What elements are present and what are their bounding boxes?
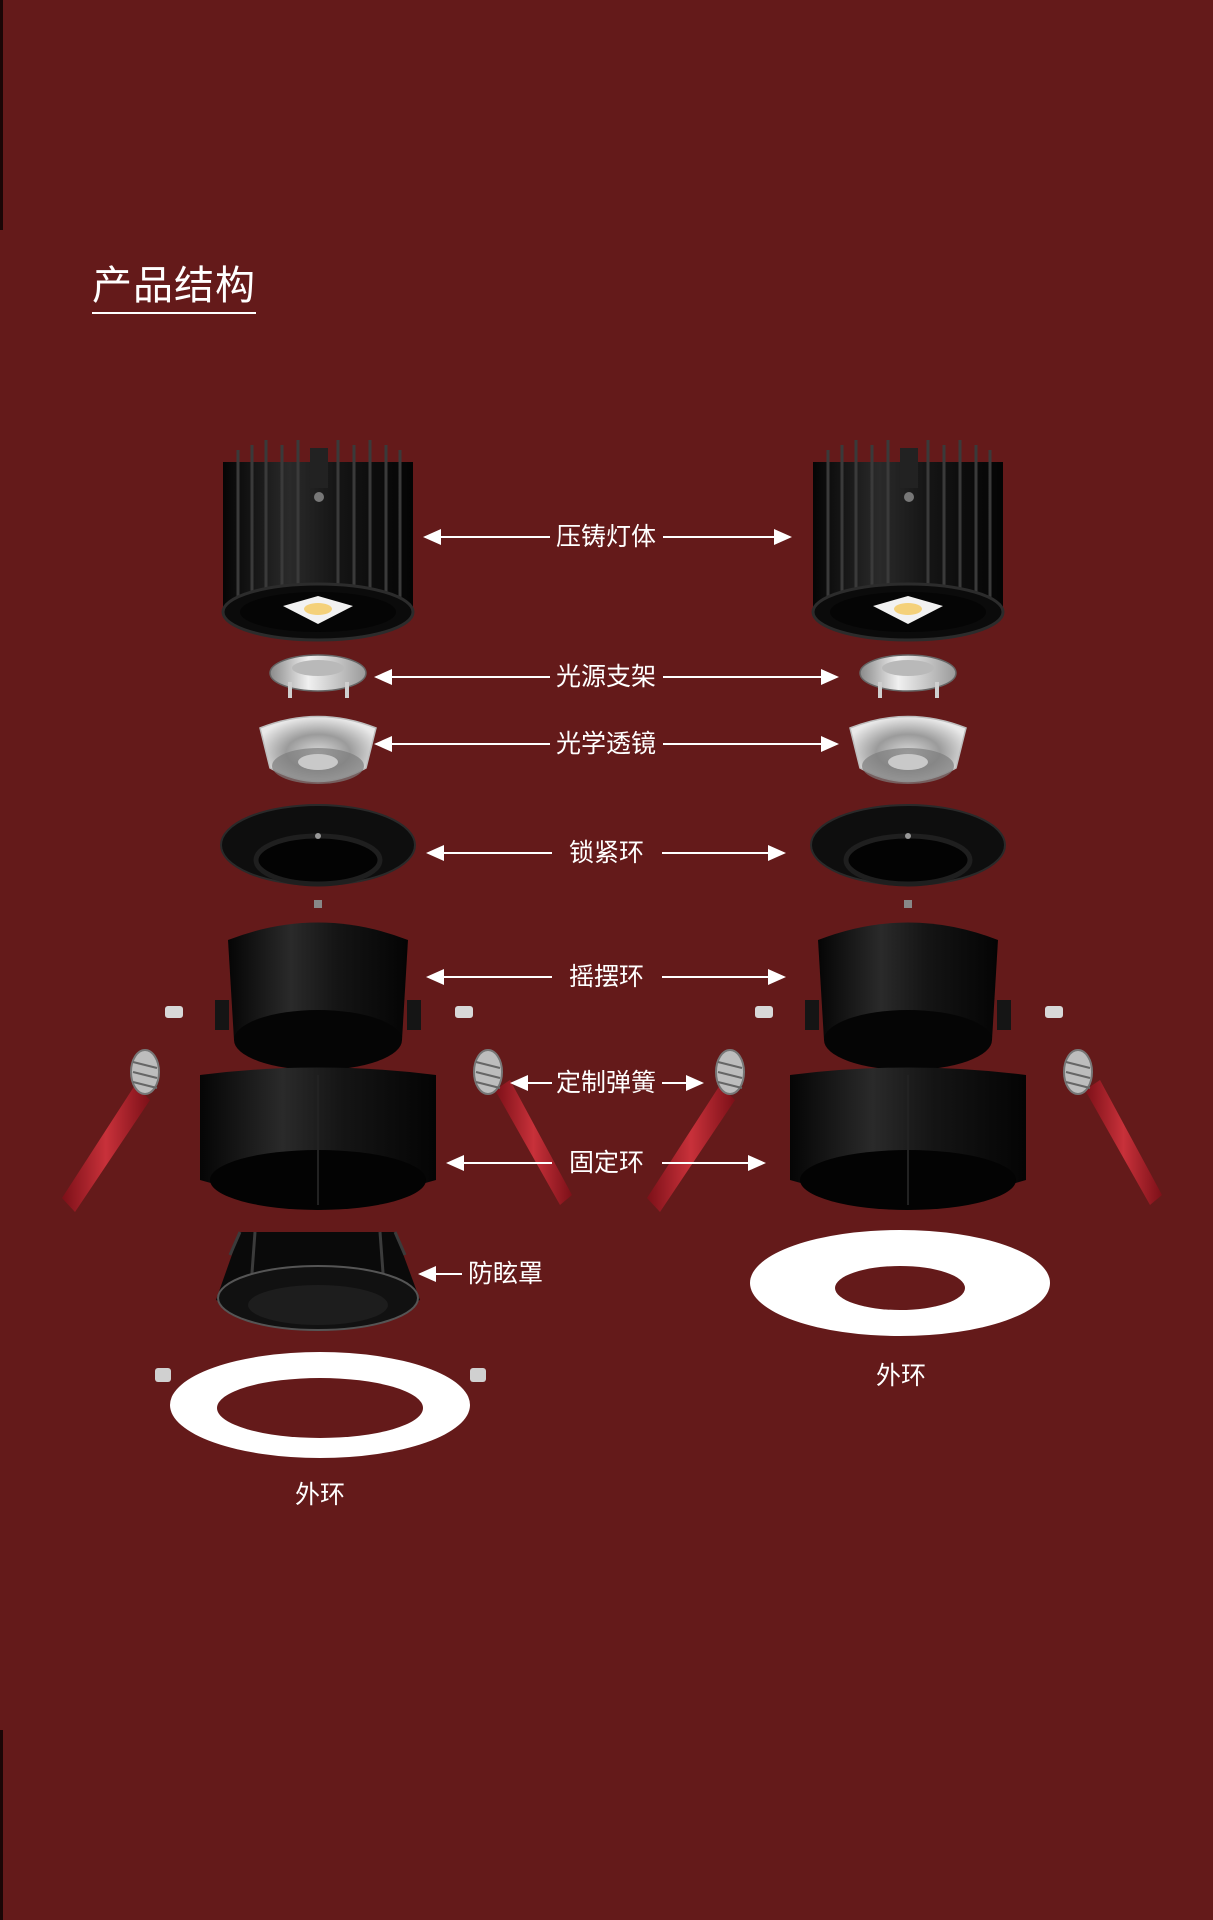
outer-ring-left (155, 1352, 486, 1458)
callout-arrows (374, 529, 839, 1282)
swing-ring-right (755, 922, 1063, 1070)
label-outer-ring-right: 外环 (876, 1361, 927, 1390)
fix-ring-right (790, 1067, 1026, 1210)
left-edge-line-top (0, 0, 3, 230)
left-edge-line-bottom (0, 1730, 3, 1920)
label-heatsink: 压铸灯体 (556, 522, 657, 551)
label-spring: 定制弹簧 (556, 1068, 657, 1097)
anti-glare-cup-left (216, 1231, 420, 1331)
lens-left (259, 715, 377, 784)
swing-ring-left (165, 922, 473, 1070)
fix-ring-left (200, 1067, 436, 1210)
spring-clip-left-a (62, 1049, 160, 1212)
led-holder-right (859, 654, 957, 698)
spring-clip-left-b (473, 1049, 572, 1205)
lock-ring-left (220, 804, 416, 908)
label-lock-ring: 锁紧环 (569, 838, 645, 867)
led-holder-left (269, 654, 367, 698)
outer-ring-right (750, 1230, 1050, 1336)
lens-right (849, 715, 967, 784)
right-assembly (647, 440, 1162, 1336)
spring-clip-right-b (1063, 1049, 1162, 1205)
page-title: 产品结构 (92, 262, 256, 314)
spring-clip-right-a (647, 1049, 745, 1212)
label-swing-ring: 摇摆环 (569, 962, 645, 991)
label-outer-ring-left: 外环 (295, 1480, 346, 1509)
lock-ring-right (810, 804, 1006, 908)
label-fix-ring: 固定环 (569, 1148, 645, 1177)
left-assembly (62, 440, 572, 1458)
label-anti-glare: 防眩罩 (468, 1259, 544, 1288)
heatsink-right (811, 440, 1005, 642)
label-lens: 光学透镜 (556, 729, 657, 758)
label-led-holder: 光源支架 (556, 662, 657, 691)
heatsink-left (221, 440, 415, 642)
